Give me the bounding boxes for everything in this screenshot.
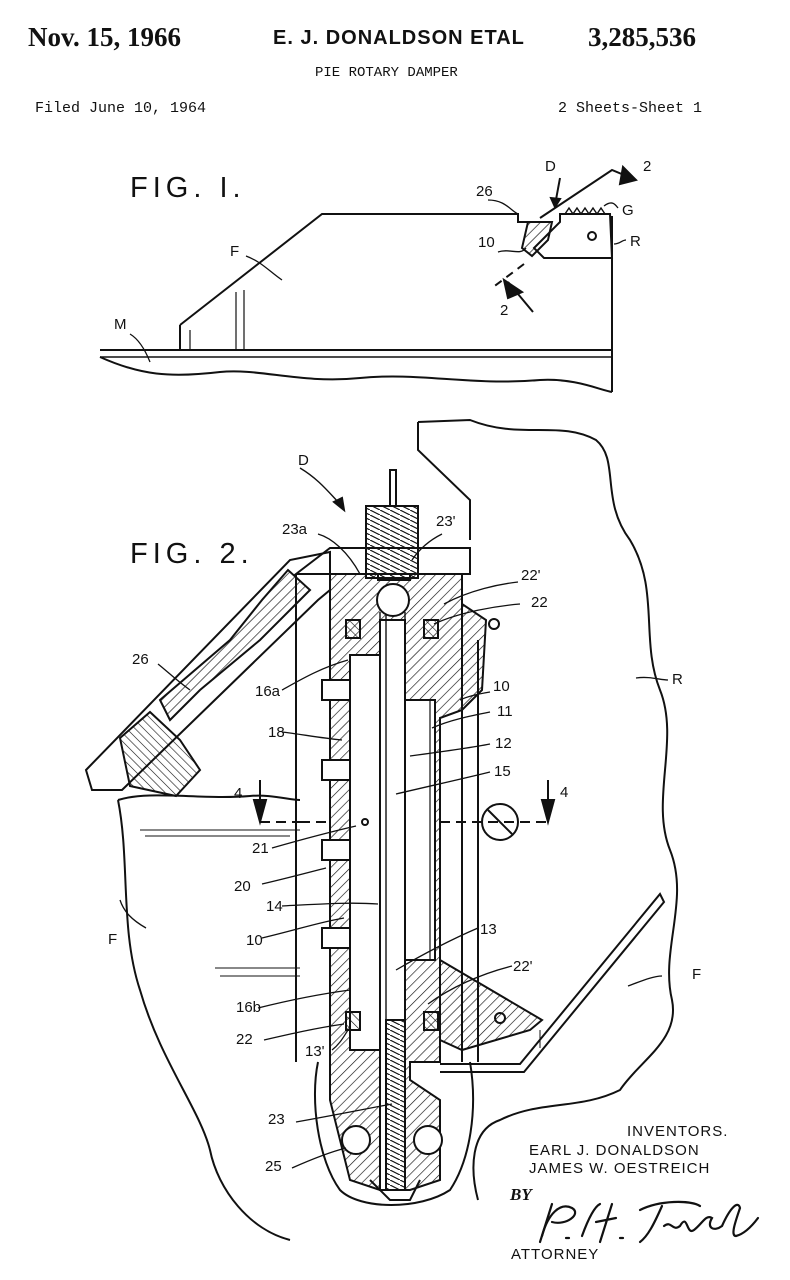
fig2-ref-r: R <box>672 671 683 688</box>
fig2-ref-25: 25 <box>265 1158 282 1175</box>
fig1-ref-d: D <box>545 158 556 175</box>
attorney-label: ATTORNEY <box>511 1246 600 1263</box>
fig2-ref-f-right: F <box>692 966 702 983</box>
fig2-ref-26: 26 <box>132 651 149 668</box>
fig1-ref-2-bottom: 2 <box>500 302 509 319</box>
fig2-ref-13p: 13' <box>305 1043 325 1060</box>
inventor-header: E. J. DONALDSON ETAL <box>273 27 525 49</box>
fig2-ref-4-right: 4 <box>560 784 569 801</box>
fig2-ref-14: 14 <box>266 898 283 915</box>
fig2-ref-10-left: 10 <box>246 932 263 949</box>
inventor-1: EARL J. DONALDSON <box>529 1142 700 1159</box>
patent-date: Nov. 15, 1966 <box>28 22 182 52</box>
fig2-ref-22-top: 22 <box>531 594 548 611</box>
fig2-ref-13: 13 <box>480 921 497 938</box>
fig2-ref-f-left: F <box>108 931 118 948</box>
fig2-ref-16b: 16b <box>236 999 262 1016</box>
fig2-ref-16a: 16a <box>255 683 281 700</box>
fig2-ref-12: 12 <box>495 735 512 752</box>
fig2-ref-11: 11 <box>497 703 513 720</box>
fig2-label: FIG. 2. <box>130 538 254 570</box>
patent-title: PIE ROTARY DAMPER <box>315 65 458 81</box>
fig2-ref-23: 23 <box>268 1111 285 1128</box>
inventors-label: INVENTORS. <box>627 1123 729 1140</box>
fig1-ref-m: M <box>114 316 127 333</box>
attorney-signature-mark <box>538 1200 760 1244</box>
fig1-ref-r: R <box>630 233 641 250</box>
fig2-ref-22p-top: 22' <box>521 567 541 584</box>
fig1-ref-f: F <box>230 243 240 260</box>
fig2-ref-22p-bottom: 22' <box>513 958 533 975</box>
filed-date: Filed June 10, 1964 <box>35 100 207 117</box>
fig2-drawing <box>84 418 678 1241</box>
fig2-ref-20: 20 <box>234 878 251 895</box>
sheet-count: 2 Sheets-Sheet 1 <box>558 100 703 117</box>
fig1-label: FIG. I. <box>130 172 246 204</box>
inventor-2: JAMES W. OESTREICH <box>529 1160 711 1177</box>
fig1-ref-10: 10 <box>478 234 495 251</box>
fig2-ref-10-right: 10 <box>493 678 510 695</box>
fig2-ref-22-bottom: 22 <box>236 1031 253 1048</box>
fig1-drawing <box>99 164 638 393</box>
fig2-ref-4-left: 4 <box>234 785 243 802</box>
fig2-ref-23p: 23' <box>436 513 456 530</box>
fig2-ref-d: D <box>298 452 309 469</box>
patent-number: 3,285,536 <box>588 22 696 52</box>
fig2-ref-23a: 23a <box>282 521 308 538</box>
fig2-ref-21: 21 <box>252 840 269 857</box>
by-label: BY <box>510 1185 532 1204</box>
fig2-ref-15: 15 <box>494 763 511 780</box>
fig1-ref-g: G <box>622 202 634 219</box>
fig2-ref-18: 18 <box>268 724 285 741</box>
fig1-ref-26: 26 <box>476 183 493 200</box>
fig1-ref-2-top: 2 <box>643 158 652 175</box>
